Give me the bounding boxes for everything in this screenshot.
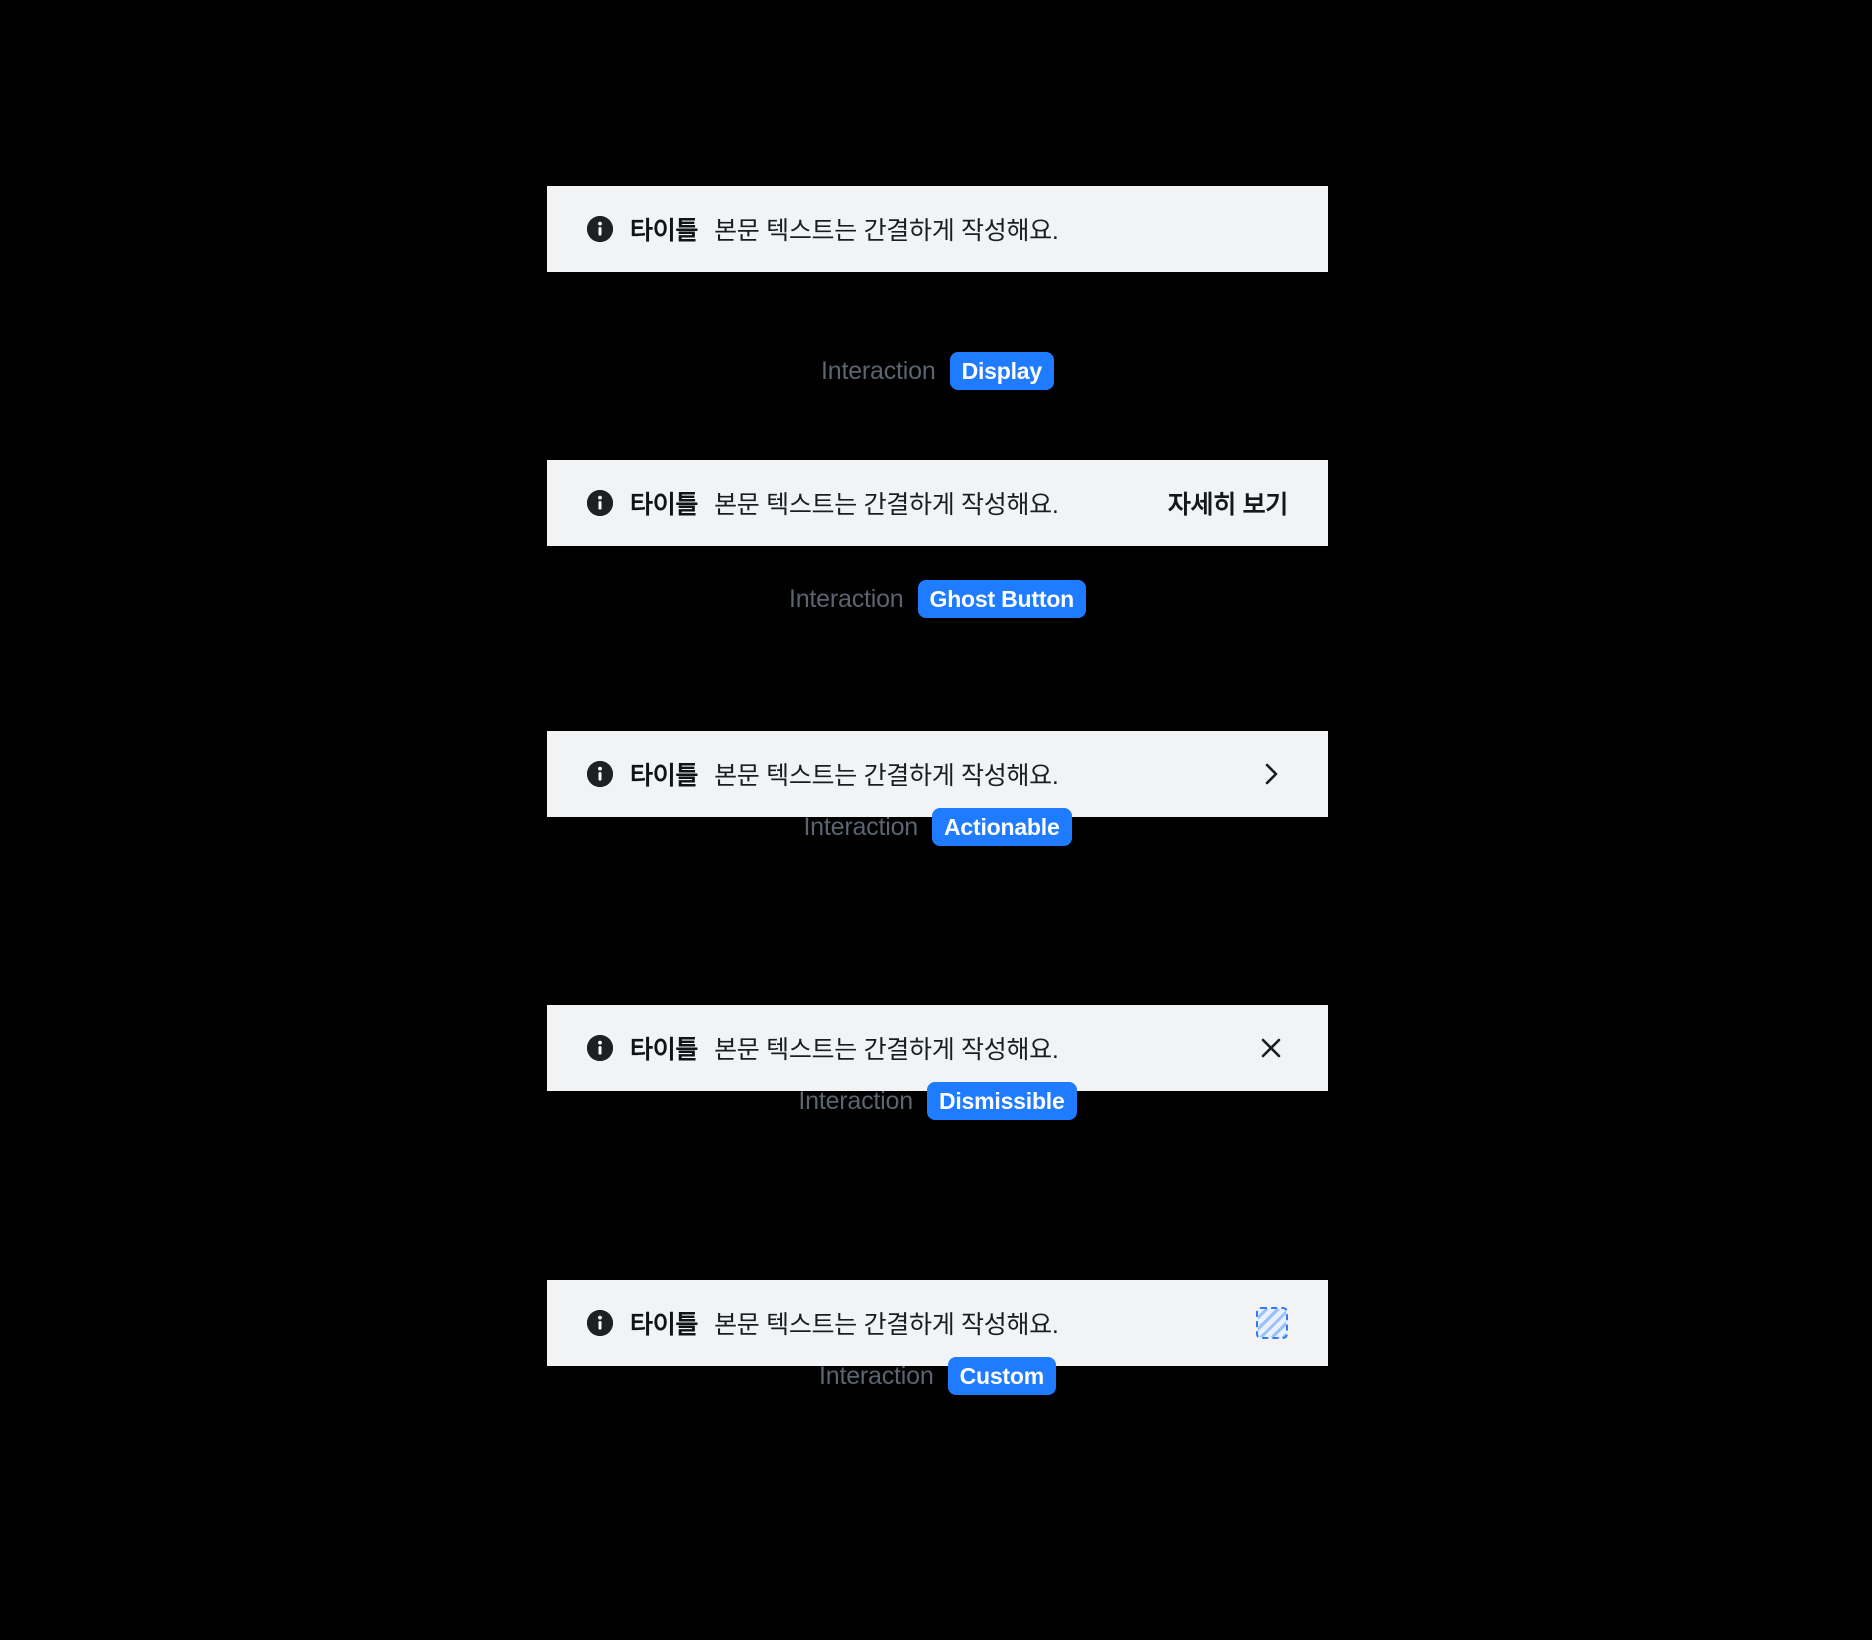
- info-circle-icon: [587, 1310, 613, 1336]
- variant-custom: 타이틀 본문 텍스트는 간결하게 작성해요.: [547, 1280, 1328, 1366]
- caption-custom: Interaction Custom: [547, 1357, 1328, 1395]
- badge-ghost-button: Ghost Button: [917, 580, 1087, 618]
- variant-display: 타이틀 본문 텍스트는 간결하게 작성해요.: [547, 186, 1328, 272]
- caption-dismissible: Interaction Dismissible: [547, 1082, 1328, 1120]
- interaction-label: Interaction: [819, 1361, 934, 1390]
- interaction-label: Interaction: [821, 356, 936, 385]
- custom-slot-placeholder[interactable]: [1256, 1307, 1288, 1339]
- banner-title: 타이틀: [630, 217, 699, 245]
- interaction-label: Interaction: [803, 812, 918, 841]
- caption-display: Interaction Display: [547, 352, 1328, 390]
- info-circle-icon: [587, 761, 613, 787]
- banner-title: 타이틀: [630, 762, 699, 790]
- banner-body: 본문 텍스트는 간결하게 작성해요.: [714, 1311, 1059, 1339]
- chevron-right-icon[interactable]: [1254, 757, 1288, 791]
- banner-custom: 타이틀 본문 텍스트는 간결하게 작성해요.: [547, 1280, 1328, 1366]
- caption-ghost-button: Interaction Ghost Button: [547, 580, 1328, 618]
- info-circle-icon: [587, 1035, 613, 1061]
- interaction-label: Interaction: [788, 584, 904, 613]
- banner-title: 타이틀: [630, 1311, 699, 1339]
- caption-actionable: Interaction Actionable: [547, 808, 1328, 846]
- info-circle-icon: [587, 490, 613, 516]
- banner-body: 본문 텍스트는 간결하게 작성해요.: [714, 762, 1059, 790]
- banner-body: 본문 텍스트는 간결하게 작성해요.: [714, 1036, 1059, 1064]
- variant-ghost-button: 타이틀 본문 텍스트는 간결하게 작성해요. 자세히 보기: [547, 460, 1328, 546]
- banner-actionable[interactable]: 타이틀 본문 텍스트는 간결하게 작성해요.: [547, 731, 1328, 817]
- badge-display: Display: [949, 352, 1054, 390]
- variant-actionable: 타이틀 본문 텍스트는 간결하게 작성해요.: [547, 731, 1328, 817]
- banner-body: 본문 텍스트는 간결하게 작성해요.: [714, 491, 1059, 519]
- banner-title: 타이틀: [630, 491, 699, 519]
- variant-dismissible: 타이틀 본문 텍스트는 간결하게 작성해요.: [547, 1005, 1328, 1091]
- interaction-label: Interaction: [798, 1086, 913, 1115]
- banner-body: 본문 텍스트는 간결하게 작성해요.: [714, 217, 1059, 245]
- close-icon[interactable]: [1254, 1031, 1288, 1065]
- info-circle-icon: [587, 216, 613, 242]
- badge-actionable: Actionable: [931, 808, 1072, 846]
- banner-display: 타이틀 본문 텍스트는 간결하게 작성해요.: [547, 186, 1328, 272]
- banner-dismissible: 타이틀 본문 텍스트는 간결하게 작성해요.: [547, 1005, 1328, 1091]
- badge-custom: Custom: [947, 1357, 1056, 1395]
- ghost-button-detail[interactable]: 자세히 보기: [1168, 485, 1288, 521]
- banner-title: 타이틀: [630, 1036, 699, 1064]
- badge-dismissible: Dismissible: [926, 1082, 1077, 1120]
- banner-ghost-button: 타이틀 본문 텍스트는 간결하게 작성해요. 자세히 보기: [547, 460, 1328, 546]
